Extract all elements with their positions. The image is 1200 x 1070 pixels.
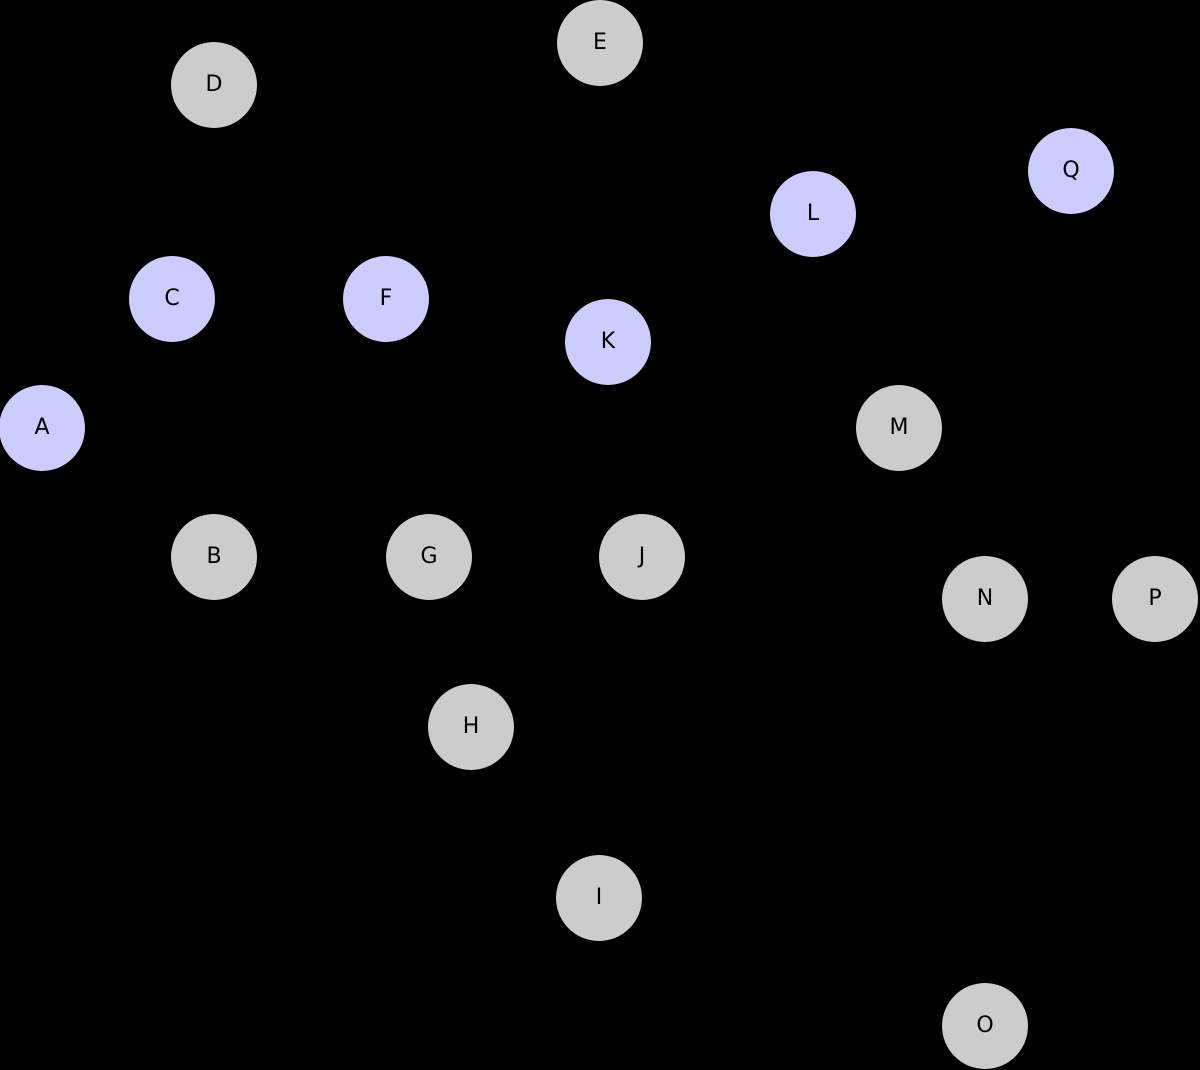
graph-node-label: A — [34, 415, 50, 440]
graph-node-p[interactable]: P — [1112, 556, 1198, 642]
graph-node-a[interactable]: A — [0, 385, 85, 471]
graph-node-label: E — [593, 30, 607, 55]
graph-node-label: I — [595, 885, 603, 910]
graph-node-label: N — [976, 586, 994, 611]
graph-node-k[interactable]: K — [565, 299, 651, 385]
graph-node-l[interactable]: L — [770, 171, 856, 257]
graph-node-h[interactable]: H — [428, 684, 514, 770]
graph-node-label: D — [205, 72, 223, 97]
graph-node-c[interactable]: C — [129, 256, 215, 342]
graph-node-label: H — [462, 714, 480, 739]
graph-node-label: B — [206, 544, 222, 569]
graph-node-j[interactable]: J — [599, 514, 685, 600]
graph-node-label: C — [164, 286, 180, 311]
graph-node-m[interactable]: M — [856, 385, 942, 471]
graph-node-label: M — [889, 415, 909, 440]
graph-node-label: O — [976, 1013, 994, 1038]
graph-node-q[interactable]: Q — [1028, 128, 1114, 214]
graph-node-n[interactable]: N — [942, 556, 1028, 642]
graph-node-b[interactable]: B — [171, 514, 257, 600]
graph-node-e[interactable]: E — [557, 0, 643, 86]
graph-node-label: P — [1148, 586, 1162, 611]
graph-node-label: L — [806, 201, 820, 226]
graph-node-label: G — [420, 544, 438, 569]
graph-node-label: F — [379, 286, 393, 311]
graph-node-i[interactable]: I — [556, 855, 642, 941]
graph-node-f[interactable]: F — [343, 256, 429, 342]
graph-node-o[interactable]: O — [942, 983, 1028, 1069]
graph-node-label: K — [600, 329, 616, 354]
graph-node-g[interactable]: G — [386, 514, 472, 600]
graph-node-label: Q — [1062, 158, 1080, 183]
graph-node-label: J — [638, 544, 646, 569]
graph-node-d[interactable]: D — [171, 42, 257, 128]
